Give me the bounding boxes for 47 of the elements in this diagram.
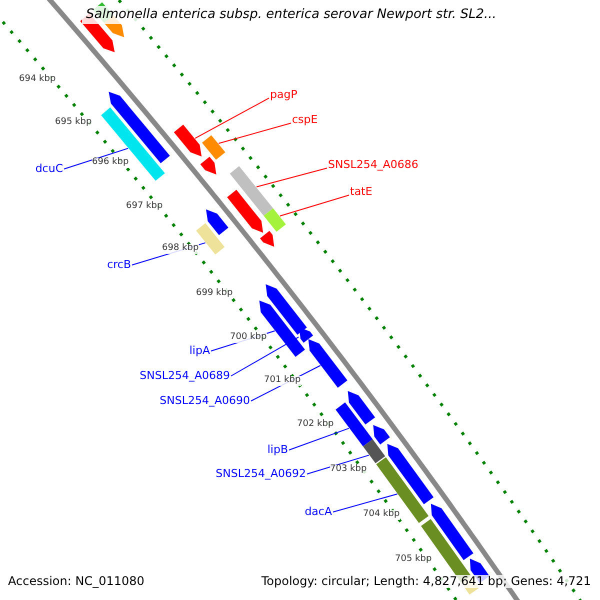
accession-text: Accession: NC_011080 [8, 575, 144, 588]
gene-block [174, 124, 202, 156]
gene-block [200, 156, 216, 174]
gene-block [308, 339, 348, 388]
gene-label: SNSL254_A0692 [216, 468, 306, 480]
gene-label: lipB [267, 444, 288, 456]
leader-line [230, 336, 300, 376]
gene-label: lipA [189, 345, 210, 358]
leader-line [194, 98, 270, 139]
gene-bar [202, 135, 226, 160]
gene-block [348, 391, 376, 424]
scale-label: 705 kbp [395, 555, 432, 565]
leader-line [64, 148, 129, 170]
gene-label: SNSL254_A0686 [328, 159, 418, 172]
gene-block [387, 444, 434, 504]
gene-label: SNSL254_A0689 [140, 370, 230, 382]
gene-block [299, 327, 314, 343]
gene-label: crcB [107, 259, 131, 272]
leader-line [279, 194, 350, 216]
gene-block [430, 504, 474, 560]
gene-block [260, 230, 274, 247]
gene-block [266, 284, 307, 335]
leader-line [288, 428, 350, 450]
scale-label: 701 kbp [264, 376, 301, 386]
scale-label: 695 kbp [55, 118, 92, 128]
scale-label: 703 kbp [330, 465, 367, 475]
scale-label: 704 kbp [363, 510, 400, 520]
gene-block [227, 190, 264, 233]
leader-line [256, 168, 328, 188]
gene-label: cspE [292, 114, 318, 126]
gene-label: pagP [270, 89, 298, 102]
scale-label: 696 kbp [92, 158, 129, 168]
gene-label: SNSL254_A0690 [160, 395, 250, 408]
leader-line [218, 122, 292, 144]
gene-label: tatE [350, 186, 372, 198]
scale-label: 698 kbp [162, 244, 199, 254]
leader-line [332, 494, 398, 512]
scale-label: 700 kbp [230, 333, 267, 343]
genome-info-text: Topology: circular; Length: 4,827,641 bp; Genes: 4,721 [261, 575, 591, 588]
gene-label: dcuC [35, 163, 63, 176]
scale-label: 702 kbp [297, 420, 334, 430]
scale-label: 694 kbp [19, 75, 56, 85]
scale-label: 699 kbp [196, 289, 233, 299]
gene-label: dacA [304, 506, 332, 518]
gene-bar [230, 166, 274, 216]
leader-line [306, 454, 370, 474]
scale-label: 697 kbp [126, 202, 163, 212]
